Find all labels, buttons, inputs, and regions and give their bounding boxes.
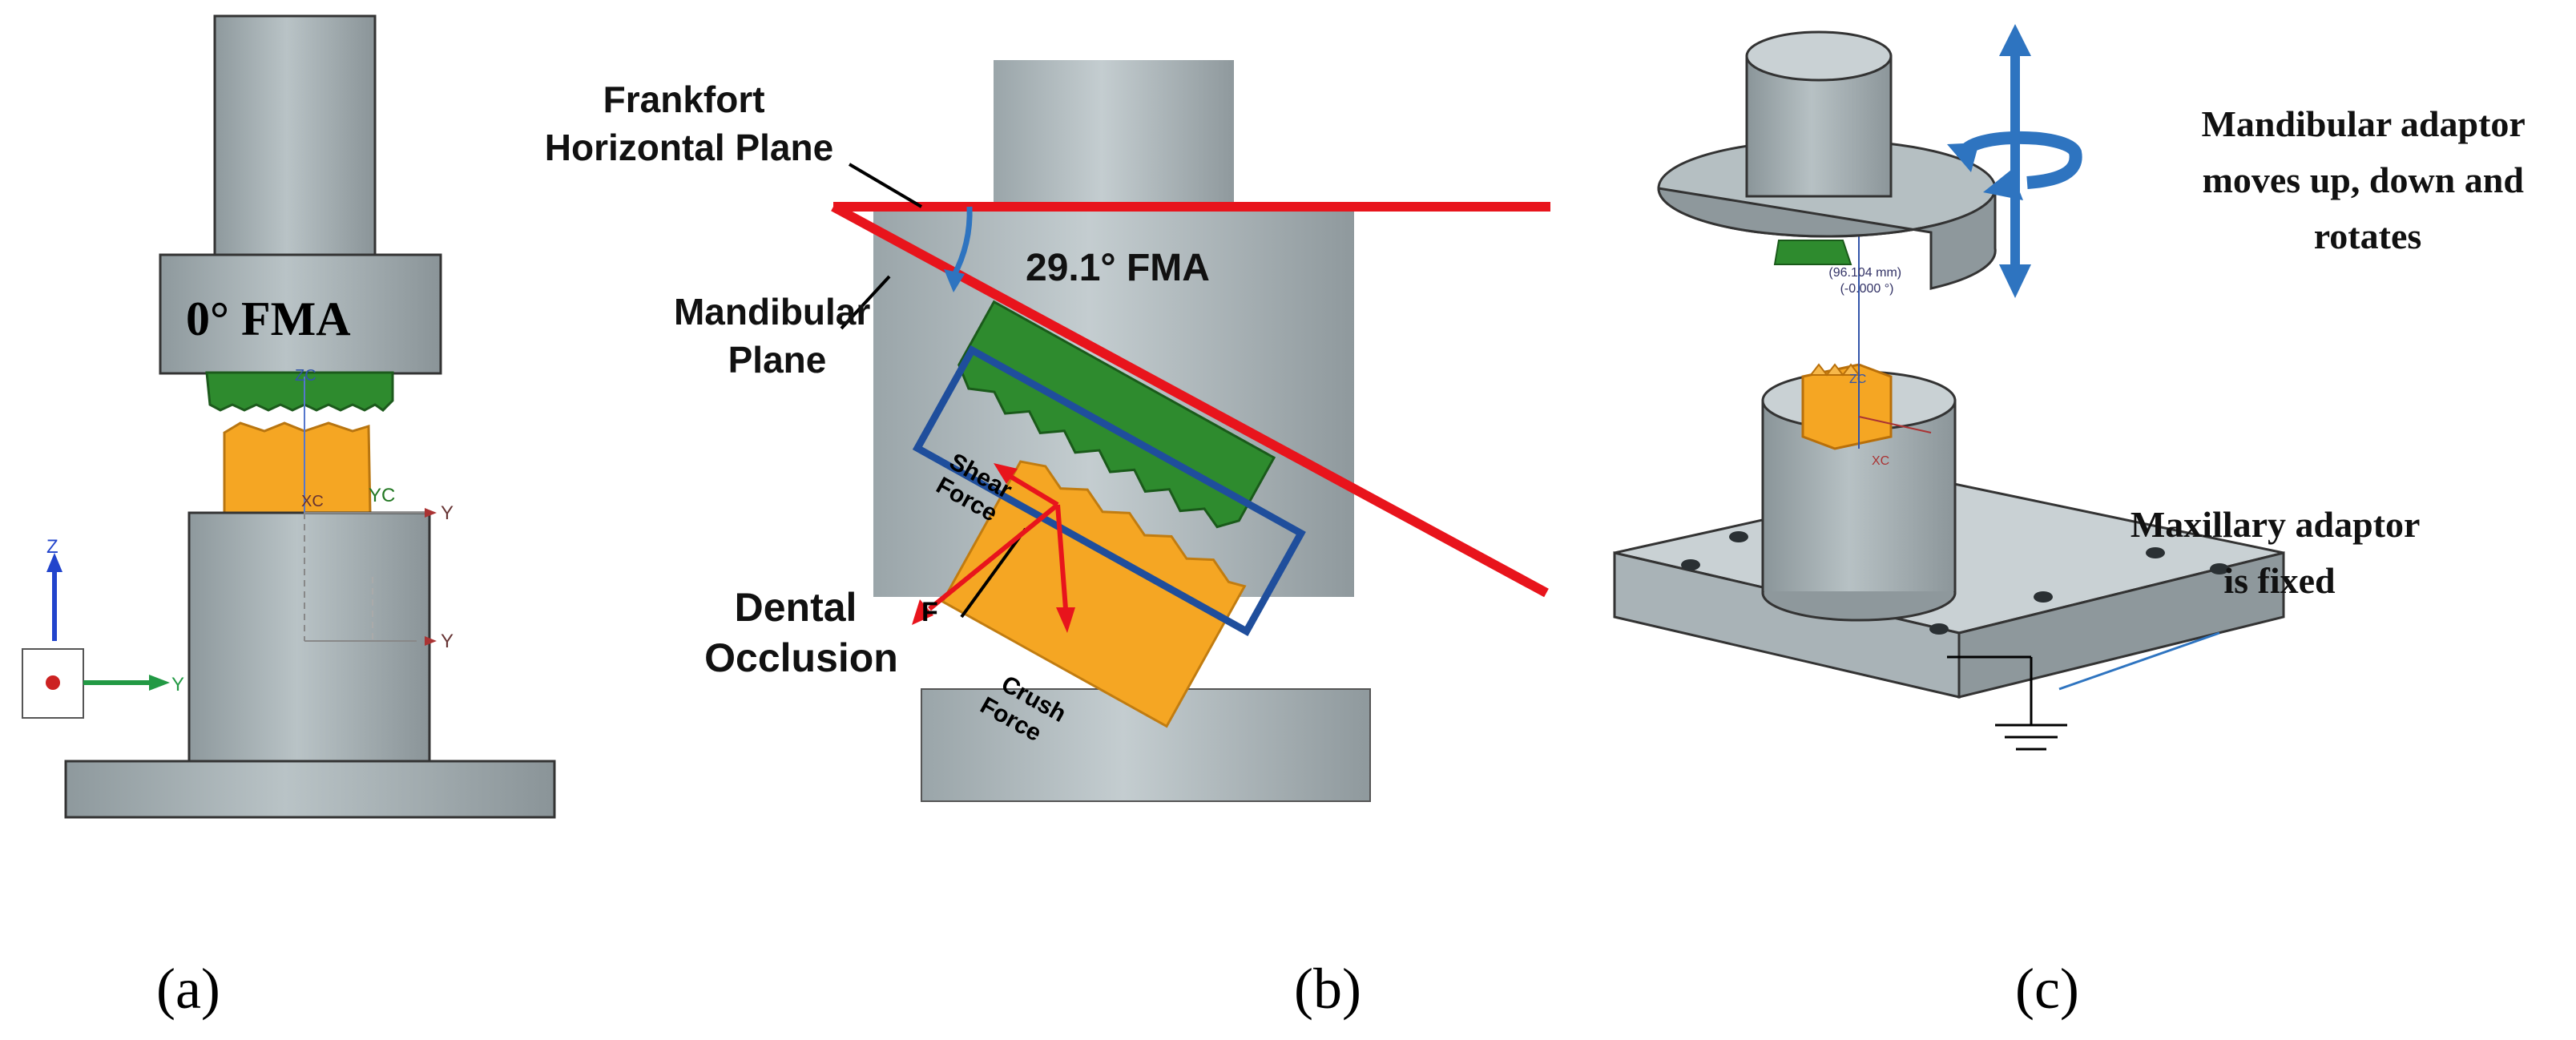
y-arrowhead-a2 (425, 636, 437, 646)
svg-text:XC: XC (1872, 454, 1889, 468)
base-plate-a (64, 760, 556, 819)
f-label: F (921, 597, 938, 627)
lower-shaft (187, 511, 431, 764)
panel-b: 29.1° FMA Frankfort Horizontal Plane Man… (473, 0, 1594, 1040)
caption-c: (c) (2015, 957, 2079, 1021)
svg-text:Y: Y (441, 502, 454, 524)
caption-a: (a) (156, 957, 220, 1021)
fma-label-a: 0° FMA (186, 292, 351, 345)
upper-collar (159, 253, 442, 375)
mandibular-line (831, 202, 1549, 598)
orange-dentition-b (941, 460, 1247, 728)
angle-arc (950, 206, 973, 278)
ground-icon (1947, 655, 2067, 751)
caption-b: (b) (1294, 957, 1361, 1021)
svg-text:Y: Y (441, 631, 454, 652)
upper-shaft (213, 14, 377, 258)
svg-text:YC: YC (369, 485, 395, 506)
frankfort-label: Frankfort Horizontal Plane (545, 79, 833, 168)
svg-text:ZC: ZC (295, 367, 316, 385)
svg-text:Z: Z (46, 536, 58, 558)
panel-a: 0° FMA ZC XC YC Y Y Z Y (a) (0, 0, 633, 1040)
axis-triad: Z Y (22, 536, 184, 719)
orange-dentition-c (1801, 363, 1893, 450)
green-dentition-a (205, 371, 394, 412)
upper-shaft-b (994, 60, 1234, 220)
angle-label: 29.1° FMA (1026, 247, 1210, 289)
dimension-text: (96.104 mm) (-0.000 °) (1828, 266, 1905, 296)
motion-arrow-icon (1947, 24, 2082, 298)
svg-text:XC: XC (301, 493, 324, 510)
y-arrowhead-a1 (425, 508, 437, 518)
maxillary-cylinder (1761, 370, 1957, 622)
dental-occlusion-label: Dental Occlusion (704, 585, 898, 680)
occlusion-box (912, 345, 1306, 637)
orange-dentition-a (223, 421, 372, 514)
svg-text:ZC: ZC (1849, 373, 1866, 386)
mandibular-adaptor (1657, 30, 1997, 290)
mandibular-label: Mandibular Plane (674, 291, 881, 381)
svg-text:Y: Y (171, 674, 184, 695)
maxillary-adaptor-label: Maxillary adaptor is fixed (2131, 504, 2429, 601)
panel-c: ZC XC (96.104 mm) (-0.000 °) Mandibular … (1594, 0, 2576, 1040)
mandibular-adaptor-label: Mandibular adaptor moves up, down and ro… (2202, 103, 2534, 256)
